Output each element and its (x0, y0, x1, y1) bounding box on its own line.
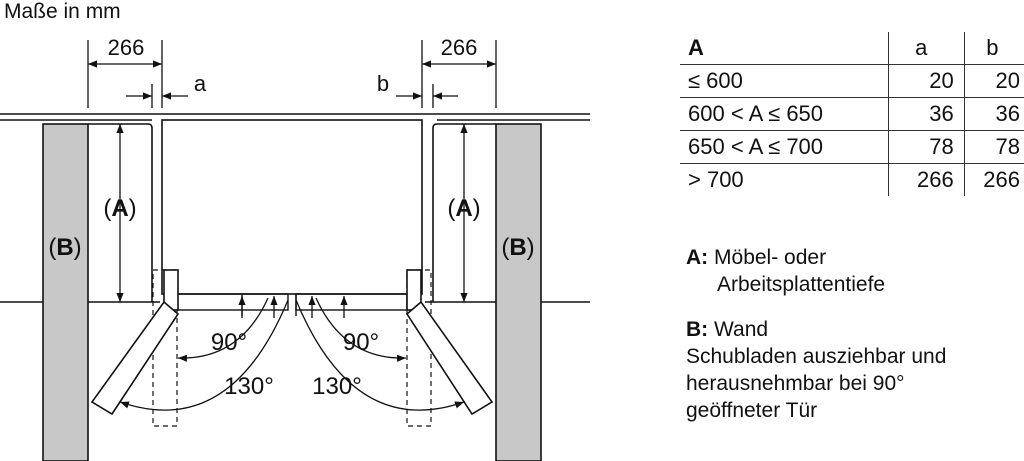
door-hinges (163, 269, 422, 311)
table-cell: 36 (963, 97, 1024, 131)
legend-a: A: Möbel- oder Arbeitsplattentiefe (686, 244, 885, 298)
paren-close: ) (74, 234, 82, 261)
table-row: ≤ 600 20 20 (680, 64, 1024, 98)
width-label-right: 266 (441, 35, 478, 60)
wall-label-right: (B) (501, 234, 534, 261)
units-title: Maße in mm (4, 0, 121, 23)
cabinet-right (432, 123, 496, 302)
depth-label-left: (A) (103, 195, 136, 222)
cabinet-left (88, 123, 153, 302)
angle-130-left: 130° (224, 373, 274, 400)
table-header-a-range: A (688, 35, 704, 60)
paren-open: ( (48, 234, 56, 261)
depth-dimension-lines (116, 124, 468, 302)
wall-letter-left: B (56, 234, 73, 261)
paren-open: ( (447, 195, 455, 222)
table-row: 600 < A ≤ 650 36 36 (680, 97, 1024, 131)
angle-130-right: 130° (312, 373, 362, 400)
table-header-row: A a b (680, 32, 1024, 65)
legend-a-line2: Arbeitsplattentiefe (717, 273, 886, 296)
table-cell: 266 (887, 163, 965, 196)
legend-b-line4: geöffneter Tür (686, 399, 818, 422)
depth-letter-left: A (111, 195, 128, 222)
paren-close: ) (473, 195, 481, 222)
table-cell: 78 (963, 130, 1024, 164)
table-cell: 36 (887, 97, 965, 131)
legend-b-key: B: (686, 318, 709, 341)
wall-right (495, 123, 542, 461)
table-cell: 78 (887, 130, 965, 164)
paren-close: ) (527, 234, 535, 261)
table-header-b: b (963, 32, 1024, 65)
legend-b: B: Wand Schubladen ausziehbar und heraus… (686, 316, 946, 424)
door-left-open (90, 300, 180, 416)
angle-90-right: 90° (343, 329, 379, 356)
depth-label-right: (A) (447, 195, 480, 222)
table-cell: 20 (963, 64, 1024, 98)
width-dimension-lines (87, 40, 497, 108)
swing-arcs (119, 297, 465, 411)
width-label-left: 266 (108, 35, 145, 60)
table-cell: ≤ 600 (688, 68, 743, 93)
table-cell: 266 (963, 163, 1024, 196)
legend-b-line1: Wand (714, 318, 769, 341)
table-cell: 650 < A ≤ 700 (688, 134, 824, 159)
installation-diagram: 266 266 a b (A) (A) (B) (B) 90° 90° 130°… (0, 35, 590, 461)
table-row: 650 < A ≤ 700 78 78 (680, 130, 1024, 164)
drawer-pointer-arrows (238, 296, 348, 318)
drawers (176, 293, 408, 316)
legend-a-line1: Möbel- oder (714, 246, 827, 269)
table-cell: 600 < A ≤ 650 (688, 101, 824, 126)
door-right-open (405, 300, 494, 416)
angle-90-left: 90° (211, 329, 247, 356)
paren-open: ( (501, 234, 509, 261)
wall-letter-right: B (509, 234, 526, 261)
table-cell: > 700 (688, 167, 744, 192)
wall-left (42, 123, 89, 461)
dimension-table: A a b ≤ 600 20 20 600 < A ≤ 650 36 36 65… (680, 32, 1024, 196)
paren-close: ) (129, 195, 137, 222)
legend-a-key: A: (686, 246, 709, 269)
table-row: > 700 266 266 (680, 163, 1024, 196)
table-cell: 20 (887, 64, 965, 98)
paren-open: ( (103, 195, 111, 222)
gap-label-b: b (377, 71, 389, 96)
legend-b-line2: Schubladen ausziehbar und (686, 345, 947, 368)
table-header-a: a (887, 32, 965, 65)
wall-label-left: (B) (48, 234, 81, 261)
legend-b-line3: herausnehmbar bei 90° (686, 372, 905, 395)
fridge-body (161, 119, 423, 295)
depth-letter-right: A (455, 195, 472, 222)
gap-label-a: a (194, 71, 207, 96)
